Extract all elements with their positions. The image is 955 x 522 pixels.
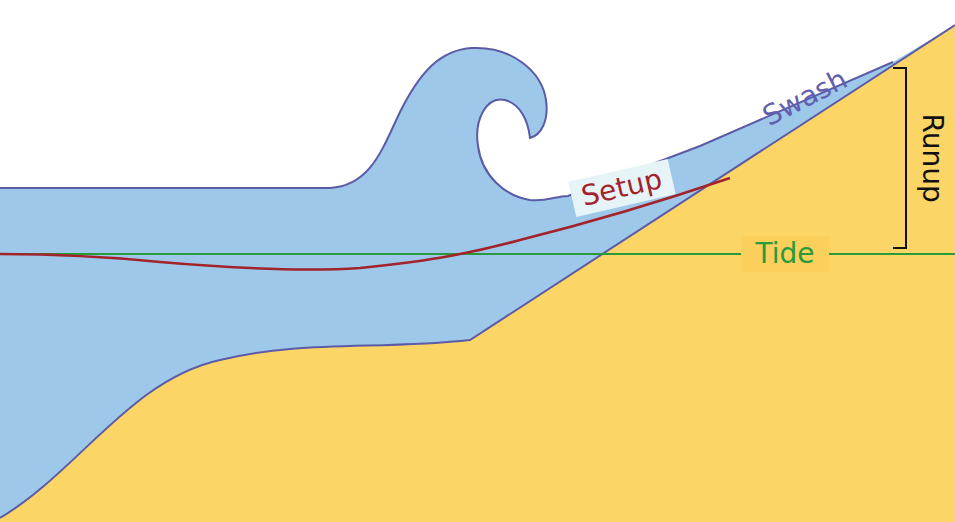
- tide-label: Tide: [741, 236, 828, 272]
- water-surface: [0, 48, 893, 201]
- runup-bracket: [893, 68, 906, 248]
- runup-label: Runup: [916, 113, 948, 202]
- seabed-line: [0, 25, 955, 518]
- sand-area: [0, 25, 955, 522]
- water-body: [0, 25, 955, 518]
